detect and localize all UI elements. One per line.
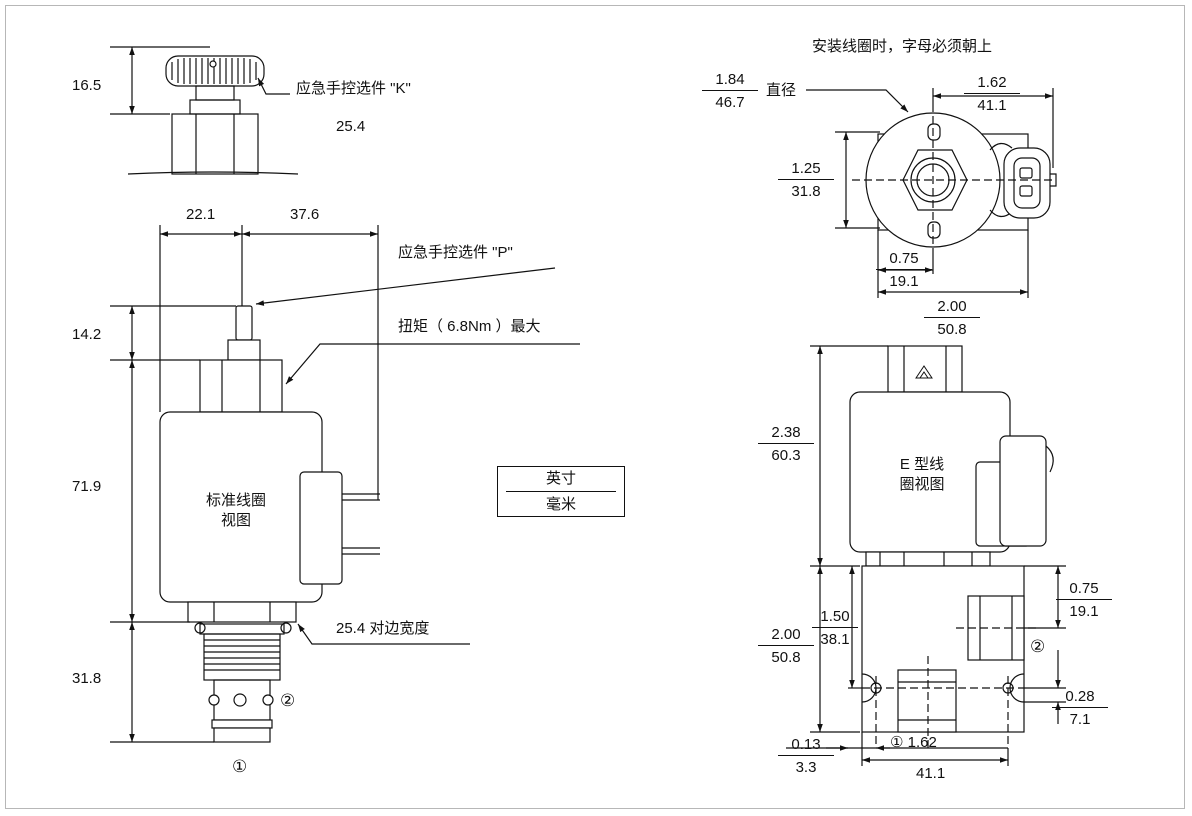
dim-height-1-25: 1.25 31.8 (778, 160, 834, 200)
dim-port-height-in: 1.50 (812, 608, 858, 628)
port-1-marker: ① (232, 757, 248, 776)
e-type-coil-valve (849, 345, 1054, 733)
dim-base-in: 2.00 (924, 298, 980, 318)
port-2-marker: ② (280, 691, 296, 710)
e-coil-text-2: 圈视图 (899, 476, 945, 493)
dim-edge-mm: 3.3 (795, 759, 817, 776)
dim-top-view (835, 88, 1054, 298)
dim-width-mm: 41.1 (977, 97, 1007, 114)
units-mm: 毫米 (545, 496, 576, 513)
pin-option-p-label: 应急手控选件 "P" (398, 244, 513, 261)
torque-label: 扭矩（ 6.8Nm ）最大 (398, 318, 541, 335)
knob-option-k-view (127, 55, 299, 175)
dim-left-vertical (110, 305, 236, 743)
dim-edge-0-13: 0.13 3.3 (778, 736, 834, 776)
dim-offset-in: 0.75 (876, 250, 932, 270)
standard-coil-text-1: 标准线圈 (205, 492, 266, 509)
dim-bottom-mm: 41.1 (916, 765, 946, 782)
units-legend: 英寸 毫米 (497, 466, 625, 517)
e-coil-text-1: E 型线 (899, 456, 945, 473)
dim-port2-mm: 19.1 (1069, 603, 1099, 620)
diameter-label: 直径 (766, 82, 797, 99)
dim-pin-height: 14.2 (72, 326, 102, 343)
dim-width-in: 1.62 (964, 74, 1020, 94)
dim-knob-width: 25.4 (336, 118, 366, 135)
dim-port2-in: 0.75 (1056, 580, 1112, 600)
dim-port2-0-75: 0.75 19.1 (1056, 580, 1112, 620)
port-2-marker-right: ② (1030, 637, 1046, 656)
dim-base-mm: 50.8 (937, 321, 967, 338)
dim-body-height-mm: 50.8 (771, 649, 801, 666)
dim-hole-0-28: 0.28 7.1 (1052, 688, 1108, 728)
dim-diameter-in: 1.84 (702, 71, 758, 91)
dim-width-1-62: 1.62 41.1 (964, 74, 1020, 114)
diameter-leader (806, 89, 909, 113)
knob-leader (257, 77, 290, 95)
hex-leader (297, 623, 470, 645)
dim-coil-height: 71.9 (72, 478, 102, 495)
dim-height-in: 1.25 (778, 160, 834, 180)
units-inch: 英寸 (506, 467, 616, 492)
dim-coil-height-mm: 60.3 (771, 447, 801, 464)
centerlines-top (852, 104, 1056, 252)
dim-body-height-2-00: 2.00 50.8 (758, 626, 814, 666)
dim-offset-mm: 19.1 (889, 273, 919, 290)
dim-cartridge-height: 31.8 (72, 670, 102, 687)
dim-diameter: 1.84 46.7 (702, 71, 758, 111)
dim-coil-height-2-38: 2.38 60.3 (758, 424, 814, 464)
pin-leader (255, 267, 556, 306)
port-1-dim-label: ① 1.62 (890, 734, 937, 751)
dim-right-37-6: 37.6 (290, 206, 320, 223)
coil-install-note: 安装线圈时，字母必须朝上 (812, 38, 993, 55)
drawing-frame (5, 5, 1185, 809)
dim-22-1-37-6 (159, 225, 379, 500)
dim-coil-height-in: 2.38 (758, 424, 814, 444)
dim-bottom-view (786, 345, 1066, 766)
torque-leader (285, 343, 580, 385)
dim-offset-0-75: 0.75 19.1 (876, 250, 932, 290)
standard-coil-text-2: 视图 (220, 512, 251, 529)
dim-knob-height: 16.5 (72, 77, 102, 94)
dim-left-22-1: 22.1 (186, 206, 216, 223)
dim-diameter-mm: 46.7 (715, 94, 745, 111)
dim-base-2-00: 2.00 50.8 (924, 298, 980, 338)
hex-across-flats-label: 25.4 对边宽度 (336, 620, 430, 637)
dim-port-height-mm: 38.1 (820, 631, 850, 648)
dim-edge-in: 0.13 (778, 736, 834, 756)
dim-16-5 (110, 46, 210, 115)
dim-hole-in: 0.28 (1052, 688, 1108, 708)
dim-port-height-1-50: 1.50 38.1 (812, 608, 858, 648)
dim-hole-mm: 7.1 (1069, 711, 1091, 728)
standard-coil-valve (159, 305, 380, 743)
dim-body-height-in: 2.00 (758, 626, 814, 646)
dim-height-mm: 31.8 (791, 183, 821, 200)
knob-option-k-label: 应急手控选件 "K" (296, 80, 411, 97)
centerlines-bottom (862, 627, 1040, 748)
